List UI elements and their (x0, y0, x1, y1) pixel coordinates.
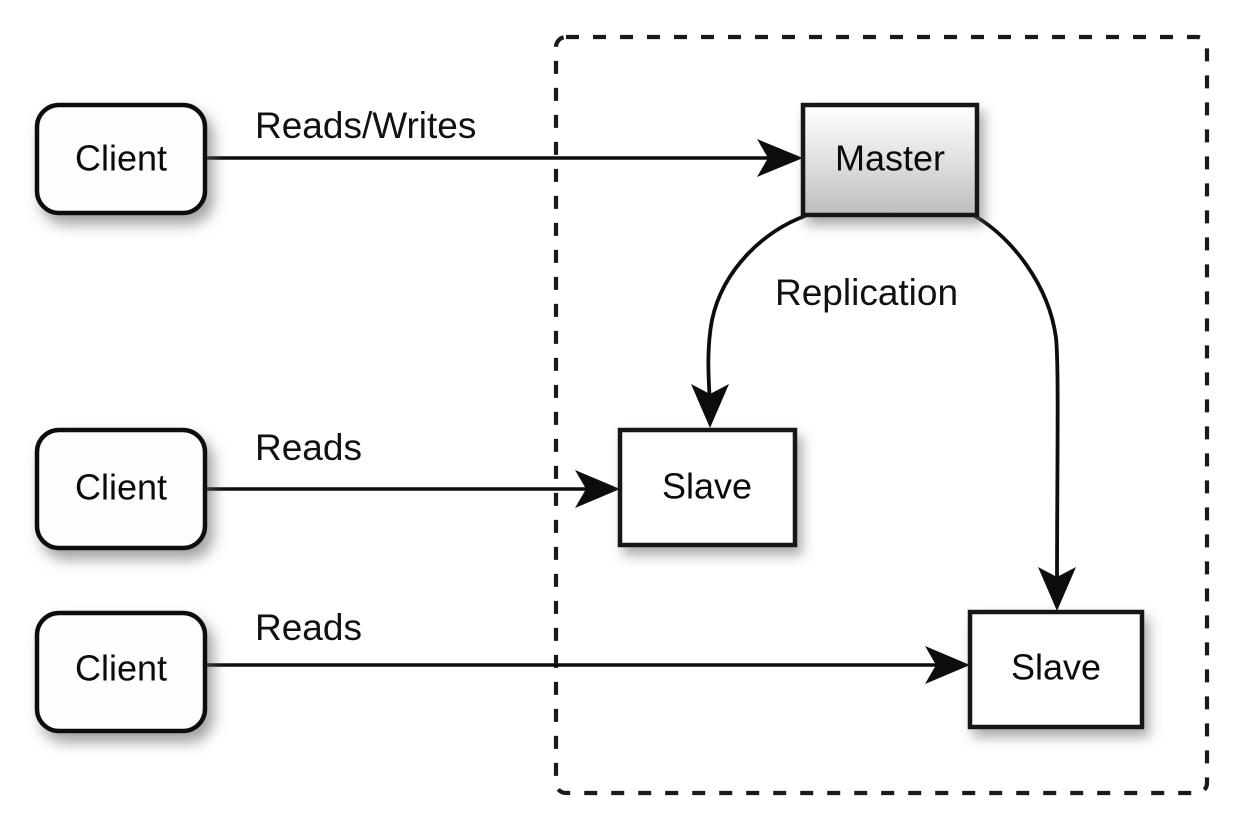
edge-client1-master (205, 139, 803, 177)
client-2-label: Client (75, 467, 167, 508)
node-client-2[interactable]: Client (34, 427, 208, 551)
client-1-label: Client (75, 138, 167, 179)
client-3-shape[interactable] (34, 610, 208, 734)
edge-label-reads-writes: Reads/Writes (255, 105, 476, 146)
edge-master-slave2 (974, 214, 1076, 611)
client-2-shape[interactable] (34, 427, 208, 551)
arrowhead-replication-left (691, 384, 729, 428)
master-shape[interactable] (800, 102, 980, 218)
node-master[interactable]: Master (800, 102, 980, 218)
slave-1-label: Slave (662, 466, 752, 507)
arrowhead-replication-right (1038, 567, 1076, 611)
client-1-shape[interactable] (34, 102, 208, 216)
edge-client2-slave1 (205, 470, 620, 508)
edge-client3-slave2 (205, 646, 970, 684)
arrowhead-slave2-in (925, 646, 970, 684)
node-client-1[interactable]: Client (34, 102, 208, 216)
slave-1-shape[interactable] (617, 427, 798, 548)
node-slave-1[interactable]: Slave (617, 427, 798, 548)
master-label: Master (835, 138, 945, 179)
edge-master-slave1 (691, 214, 806, 428)
node-client-3[interactable]: Client (34, 610, 208, 734)
node-slave-2[interactable]: Slave (967, 609, 1145, 730)
arrowhead-slave1-in (575, 470, 620, 508)
slave-2-shape[interactable] (967, 609, 1145, 730)
database-cluster-boundary (553, 34, 1210, 796)
edge-label-reads-2: Reads (255, 607, 362, 648)
edge-label-replication: Replication (775, 272, 958, 313)
slave-2-label: Slave (1011, 647, 1101, 688)
client-3-label: Client (75, 648, 167, 689)
arrowhead-master-in (757, 139, 803, 177)
edge-label-reads-1: Reads (255, 427, 362, 468)
